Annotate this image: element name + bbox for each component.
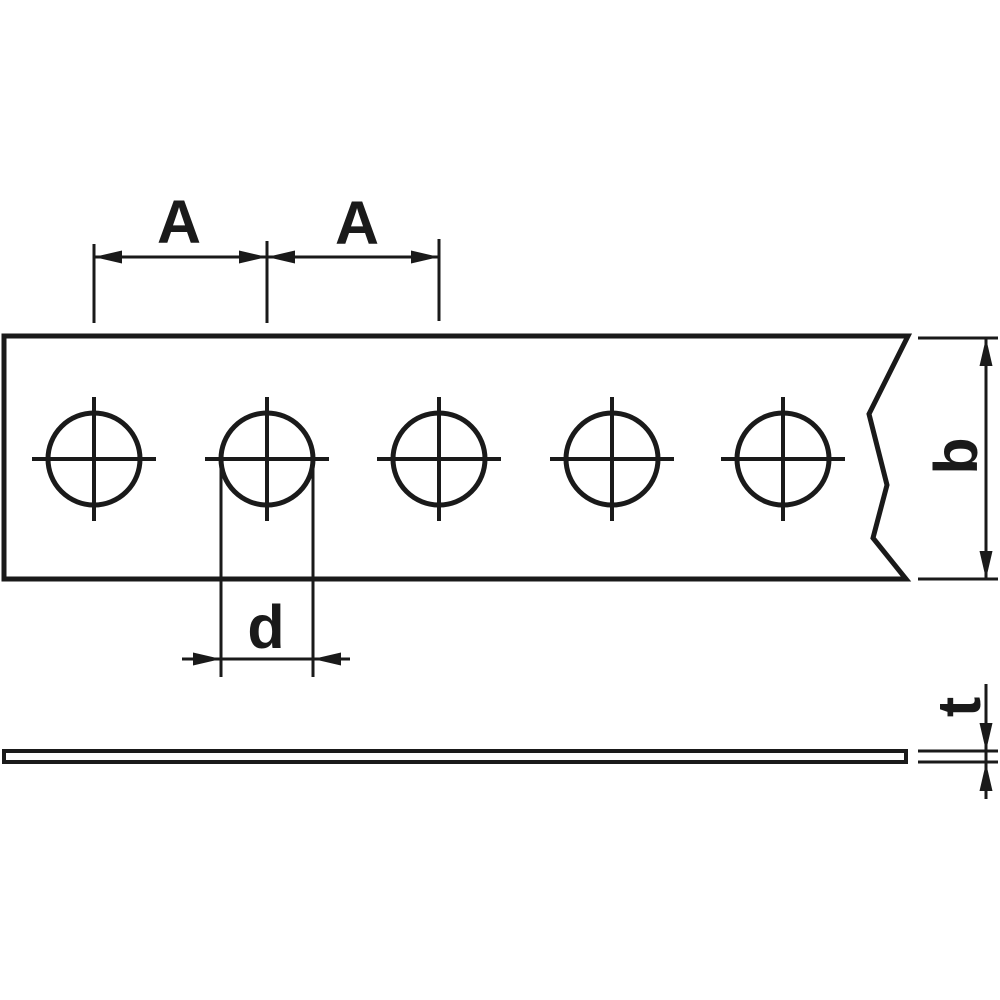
dimension-strip-width: b xyxy=(918,336,998,581)
arrowhead-down xyxy=(979,551,993,579)
pitch-label-2: A xyxy=(335,189,379,257)
hole-5 xyxy=(721,397,845,521)
arrowhead-left xyxy=(94,250,122,264)
side-view xyxy=(2,749,908,764)
pitch-label-1: A xyxy=(157,188,201,256)
hole-3 xyxy=(377,397,501,521)
arrowhead-down xyxy=(979,723,993,751)
hole-2 xyxy=(205,397,329,521)
arrowhead-up xyxy=(979,338,993,366)
arrowhead-right xyxy=(239,250,267,264)
strip-side-profile xyxy=(2,749,908,764)
strip-width-label: b xyxy=(922,437,990,474)
hole-4 xyxy=(550,397,674,521)
arrowhead-left xyxy=(267,250,295,264)
dimension-pitch: A A xyxy=(92,188,441,323)
arrowhead-right xyxy=(193,652,221,666)
hole-diameter-label: d xyxy=(247,593,284,661)
arrowhead-left xyxy=(313,652,341,666)
dimension-hole-diameter: d xyxy=(182,461,350,677)
top-view xyxy=(1,333,913,582)
dimension-strip-thickness: t xyxy=(918,684,998,799)
arrowhead-right xyxy=(411,250,439,264)
strip-thickness-label: t xyxy=(925,697,993,717)
arrowhead-up xyxy=(979,763,993,791)
hole-1 xyxy=(32,397,156,521)
